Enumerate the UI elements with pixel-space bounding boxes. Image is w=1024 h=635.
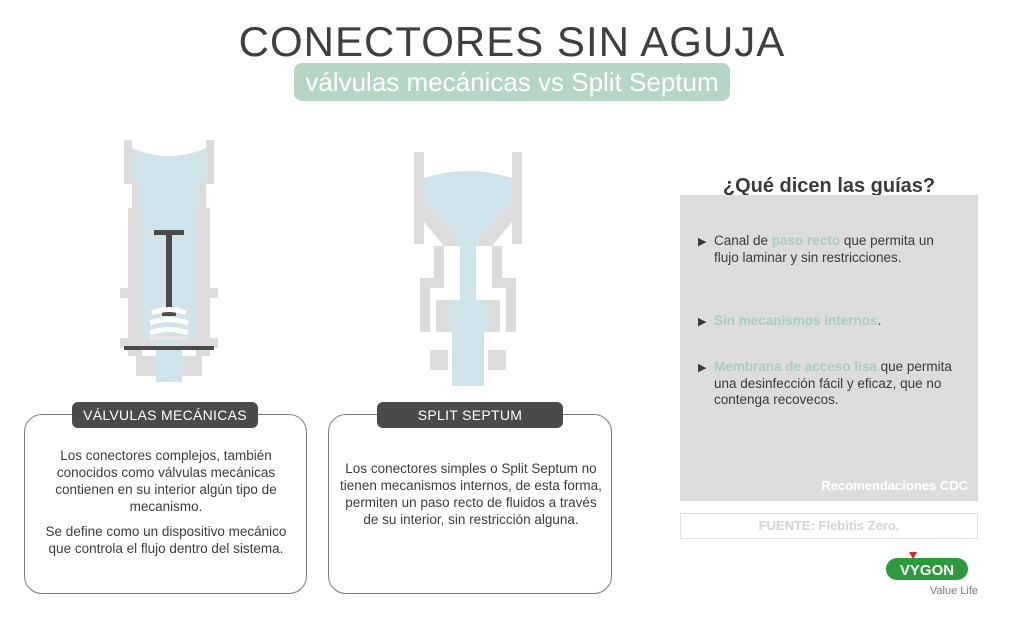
guide-item-smooth-membrane: ▶ Membrana de acceso lisa que permita un… [698, 359, 952, 407]
mechanical-valve-seal [150, 336, 188, 340]
mechanical-valves-label: VÁLVULAS MECÁNICAS [72, 402, 258, 428]
mechanical-valves-description: Los conectores complejos, también conoci… [36, 447, 296, 565]
source-citation: FUENTE: Flebitis Zero. [680, 513, 978, 539]
mechanical-valves-paragraph: Los conectores complejos, también conoci… [55, 448, 277, 514]
mechanical-valve-piston [124, 230, 214, 350]
vygon-logo-text: VYGON [900, 562, 954, 579]
triangle-bullet-icon: ▶ [698, 316, 707, 328]
guides-panel: ▶ Canal de paso recto que permita un flu… [680, 195, 978, 501]
guides-title: ¿Qué dicen las guías? [722, 175, 936, 197]
split-septum-label: SPLIT SEPTUM [377, 402, 563, 428]
split-septum-card [328, 414, 612, 594]
page-title: CONECTORES SIN AGUJA [238, 18, 786, 65]
triangle-bullet-icon: ▶ [698, 236, 707, 248]
split-septum-paragraph: Los conectores simples o Split Septum no… [340, 461, 602, 527]
guide-item-no-mechanisms: ▶ Sin mecanismos internos. [698, 313, 954, 330]
split-septum-fluid [424, 171, 512, 386]
triangle-bullet-icon: ▶ [698, 362, 707, 374]
split-septum-diagram [414, 152, 522, 386]
mechanical-valves-paragraph: Se define como un dispositivo mecánico q… [45, 524, 287, 556]
split-septum-description: Los conectores simples o Split Septum no… [340, 460, 602, 536]
page-subtitle: válvulas mecánicas vs Split Septum [294, 63, 730, 101]
mechanical-valve-diagram [120, 140, 218, 382]
cdc-recommendations: Recomendaciones CDC [821, 478, 968, 493]
vygon-logo: VYGON Value Life [886, 552, 978, 597]
guide-item-straight-channel: ▶ Canal de paso recto que permita un flu… [698, 233, 934, 265]
mechanical-valve-spring [149, 307, 189, 336]
vygon-tagline: Value Life [930, 585, 978, 597]
split-septum-body [414, 152, 522, 370]
